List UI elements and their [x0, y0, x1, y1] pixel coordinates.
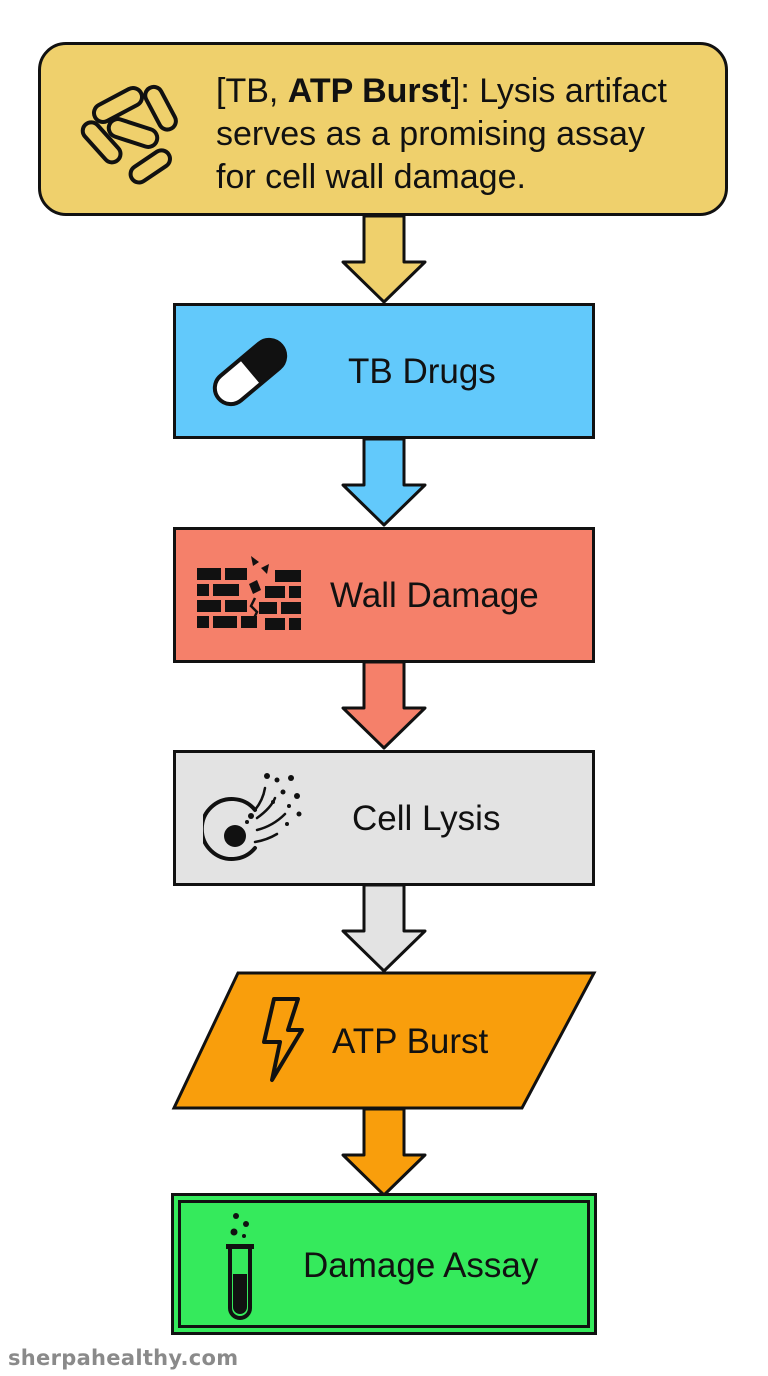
step-box-tb-drugs: [173, 303, 595, 439]
arrow-connector: [340, 660, 428, 755]
summary-text: [TB, ATP Burst]: Lysis artifact serves a…: [216, 72, 667, 196]
step-label: Wall Damage: [330, 576, 539, 615]
summary-emphasis: ATP Burst: [287, 72, 451, 110]
bacteria-icon: [70, 74, 190, 186]
pill-icon: [205, 330, 295, 414]
step-label: TB Drugs: [348, 352, 496, 391]
arrow-connector: [340, 214, 428, 309]
step-box-cell-lysis: [173, 750, 595, 886]
arrow-connector: [340, 1107, 428, 1202]
step-label: Cell Lysis: [352, 799, 501, 838]
broken-brick-wall-icon: [195, 554, 305, 638]
step-label: Damage Assay: [303, 1246, 539, 1285]
step-label: ATP Burst: [332, 1022, 489, 1061]
lightning-bolt-icon: [256, 996, 306, 1084]
lysing-cell-icon: [203, 770, 307, 866]
test-tube-icon: [222, 1212, 262, 1322]
step-box-atp-burst: [170, 970, 598, 1117]
arrow-connector: [340, 883, 428, 978]
arrow-connector: [340, 437, 428, 532]
watermark: sherpahealthy.com: [8, 1346, 239, 1370]
